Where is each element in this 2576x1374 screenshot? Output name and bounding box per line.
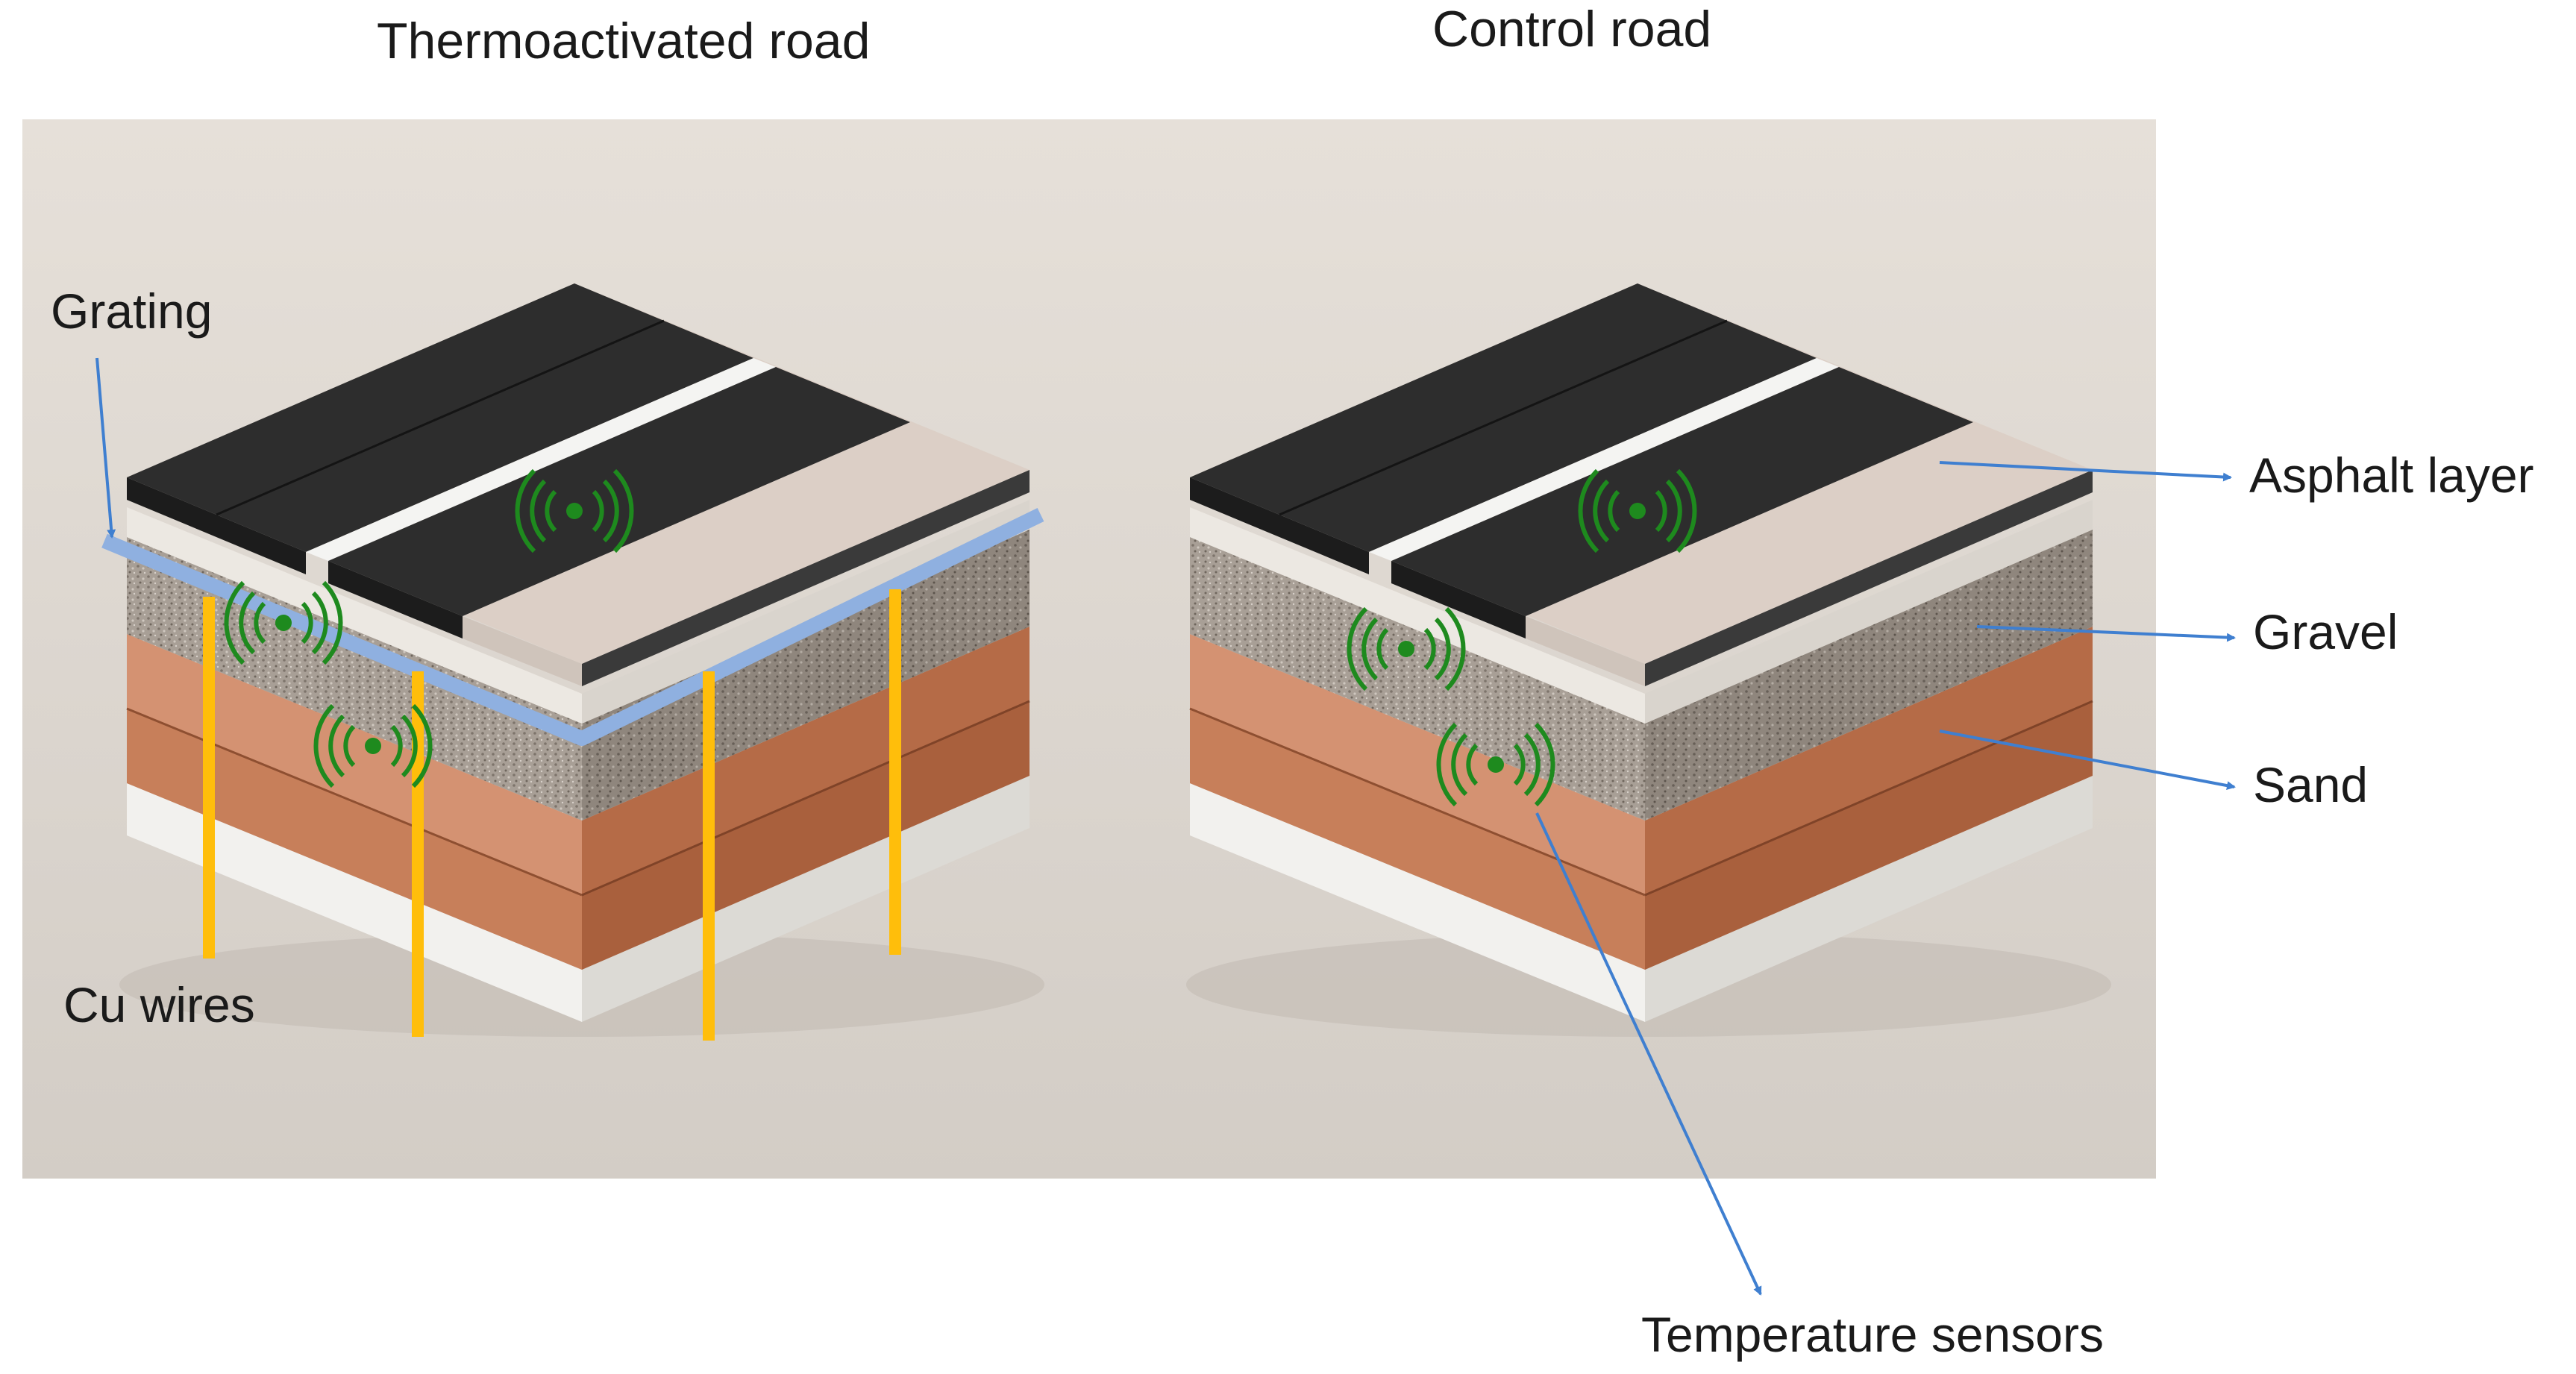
control-base-right-face bbox=[1645, 776, 2093, 1022]
sensors-arrow bbox=[1535, 812, 1762, 1296]
control-sand-upper-right bbox=[1645, 627, 2093, 895]
thermo-lane-line bbox=[306, 358, 776, 561]
sand-arrow bbox=[1939, 730, 2236, 791]
gravel-arrow bbox=[1976, 625, 2236, 642]
thermo-sand-lower-right bbox=[582, 701, 1030, 970]
thermo-gravel-left bbox=[127, 537, 582, 821]
thermo-sand-upper-right bbox=[582, 627, 1030, 895]
thermo-base-left-face bbox=[127, 783, 582, 1022]
asphalt-arrow bbox=[1939, 461, 2232, 482]
grating-label: Grating bbox=[51, 283, 212, 339]
control-panel-title: Control road bbox=[1432, 1, 1711, 57]
control-base-left-face bbox=[1190, 783, 1645, 1022]
thermo-panel-title: Thermoactivated road bbox=[377, 13, 870, 69]
temperature-sensors-label: Temperature sensors bbox=[1641, 1307, 2104, 1362]
control-gravel-right bbox=[1645, 530, 2093, 821]
thermo-asphalt-lane-2 bbox=[328, 367, 910, 616]
thermo-road-block bbox=[101, 283, 1044, 1041]
asphalt-layer-label: Asphalt layer bbox=[2249, 448, 2534, 503]
thermo-base-right-face bbox=[582, 776, 1030, 1022]
control-road-block bbox=[1186, 283, 2111, 1037]
thermo-gravel-right bbox=[582, 530, 1030, 821]
control-lane-line bbox=[1369, 358, 1839, 561]
control-asphalt-lane-2 bbox=[1391, 367, 1973, 616]
thermo-sand-lower-left bbox=[127, 709, 582, 970]
grating-arrow bbox=[95, 357, 116, 539]
control-sand-lower-right bbox=[1645, 701, 2093, 970]
control-sand-lower-left bbox=[1190, 709, 1645, 970]
control-gravel-left bbox=[1190, 537, 1645, 821]
callout-arrows bbox=[95, 357, 2236, 1296]
control-sand-upper-left bbox=[1190, 634, 1645, 895]
sand-label: Sand bbox=[2253, 757, 2368, 812]
gravel-label: Gravel bbox=[2253, 604, 2398, 659]
cu-wires-label: Cu wires bbox=[63, 977, 255, 1032]
